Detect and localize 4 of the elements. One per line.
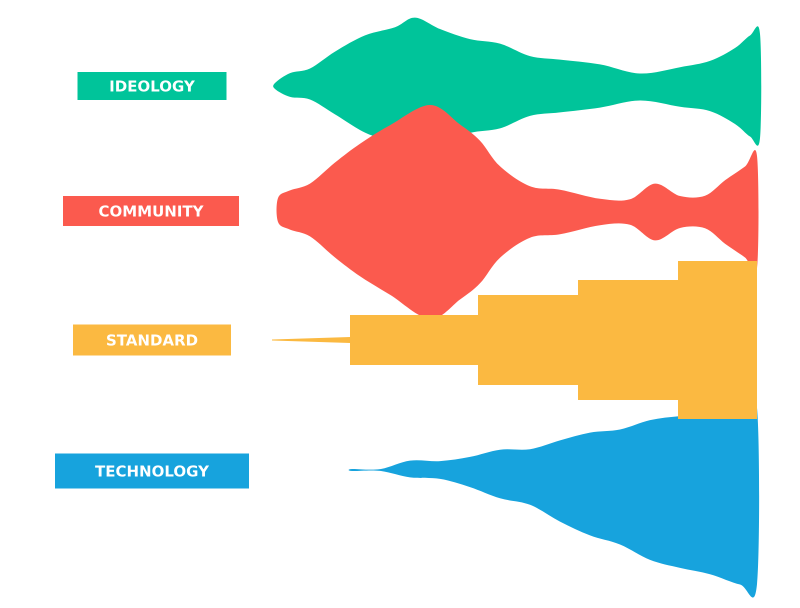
label-box: COMMUNITY bbox=[63, 196, 239, 226]
label-box: IDEOLOGY bbox=[78, 72, 226, 100]
label-box: STANDARD bbox=[73, 324, 231, 356]
label-box: TECHNOLOGY bbox=[55, 454, 249, 488]
